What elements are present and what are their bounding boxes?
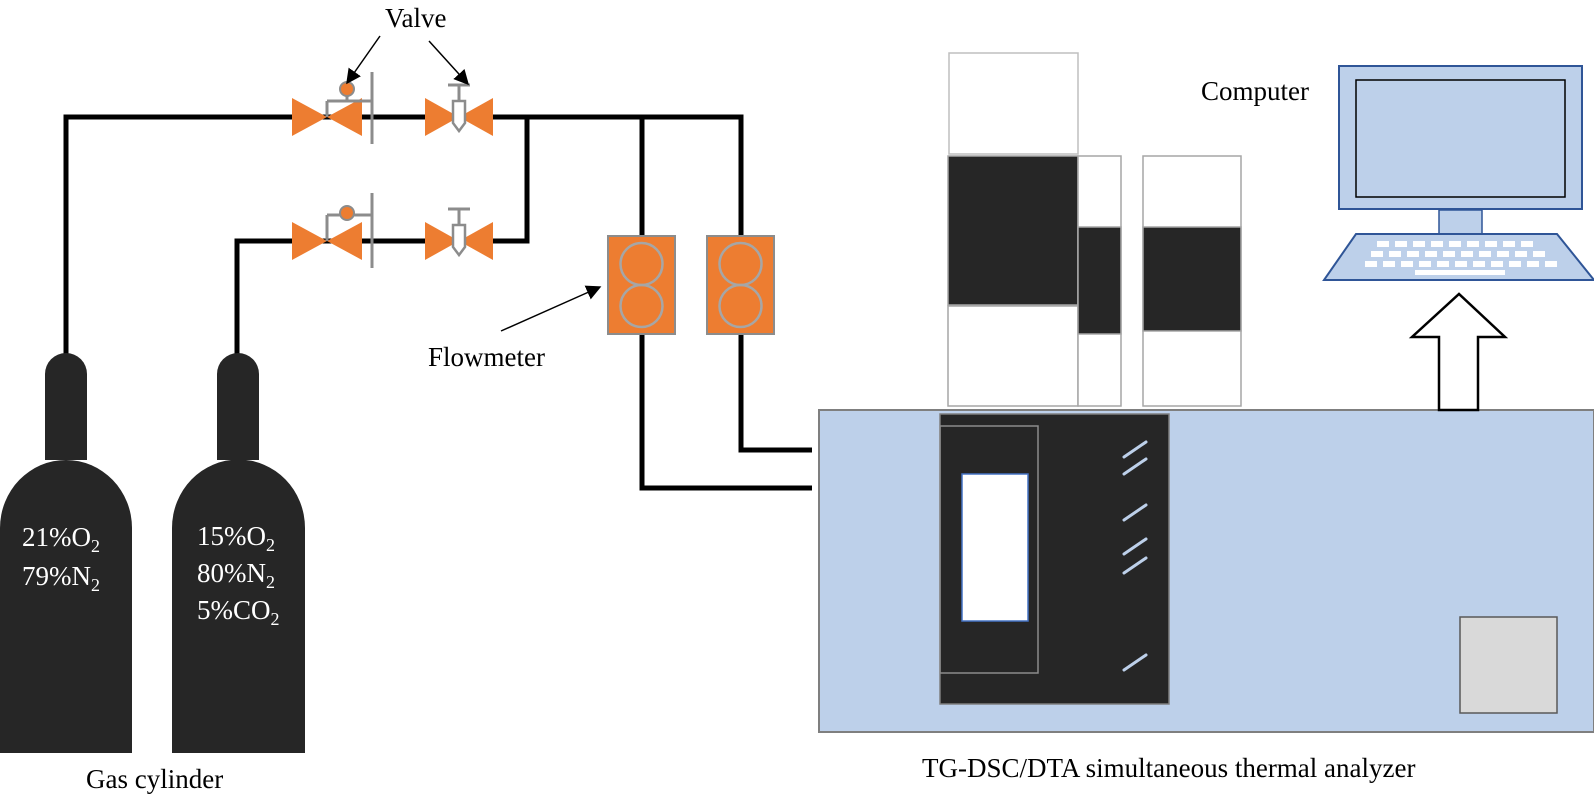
computer	[1322, 65, 1594, 281]
pipe-cylinder-2	[234, 117, 530, 357]
data-arrow-up	[1408, 292, 1509, 412]
cylinder-1-line-1: 21%O2	[22, 522, 100, 556]
gas-pipelines	[63, 114, 812, 491]
keyboard-keys	[1365, 241, 1557, 275]
needle-valve-upper	[425, 83, 493, 136]
gas-cylinder-2: 15%O2 80%N2 5%CO2	[172, 353, 305, 753]
cylinder-2-line-3: 5%CO2	[197, 595, 280, 629]
ball-valve-upper	[292, 72, 374, 144]
computer-label: Computer	[1201, 76, 1309, 106]
flowmeter-2	[706, 235, 775, 335]
valve-label: Valve	[385, 3, 446, 33]
valve-pointer-left	[346, 35, 381, 85]
furnace-assembly	[947, 52, 1242, 407]
cylinder-1-line-2: 79%N2	[22, 561, 100, 595]
control-panel-square	[1459, 616, 1558, 714]
needle-valve-lower	[425, 207, 493, 260]
vent-slots	[1122, 440, 1148, 672]
flowmeter-pointer	[500, 285, 602, 332]
flowmeter-label: Flowmeter	[428, 342, 545, 372]
cylinder-2-line-1: 15%O2	[197, 521, 275, 555]
valve-pointer-right	[428, 40, 470, 86]
thermal-analyzer	[818, 409, 1594, 733]
ball-valve-lower	[292, 193, 374, 268]
cylinder-2-line-2: 80%N2	[197, 558, 275, 592]
gas-cylinder-1: 21%O2 79%N2	[0, 353, 132, 753]
gas-cylinder-label: Gas cylinder	[86, 764, 223, 794]
pipe-cylinder-1	[63, 114, 812, 453]
flowmeter-1	[607, 235, 676, 335]
analyzer-label: TG-DSC/DTA simultaneous thermal analyzer	[922, 753, 1415, 783]
